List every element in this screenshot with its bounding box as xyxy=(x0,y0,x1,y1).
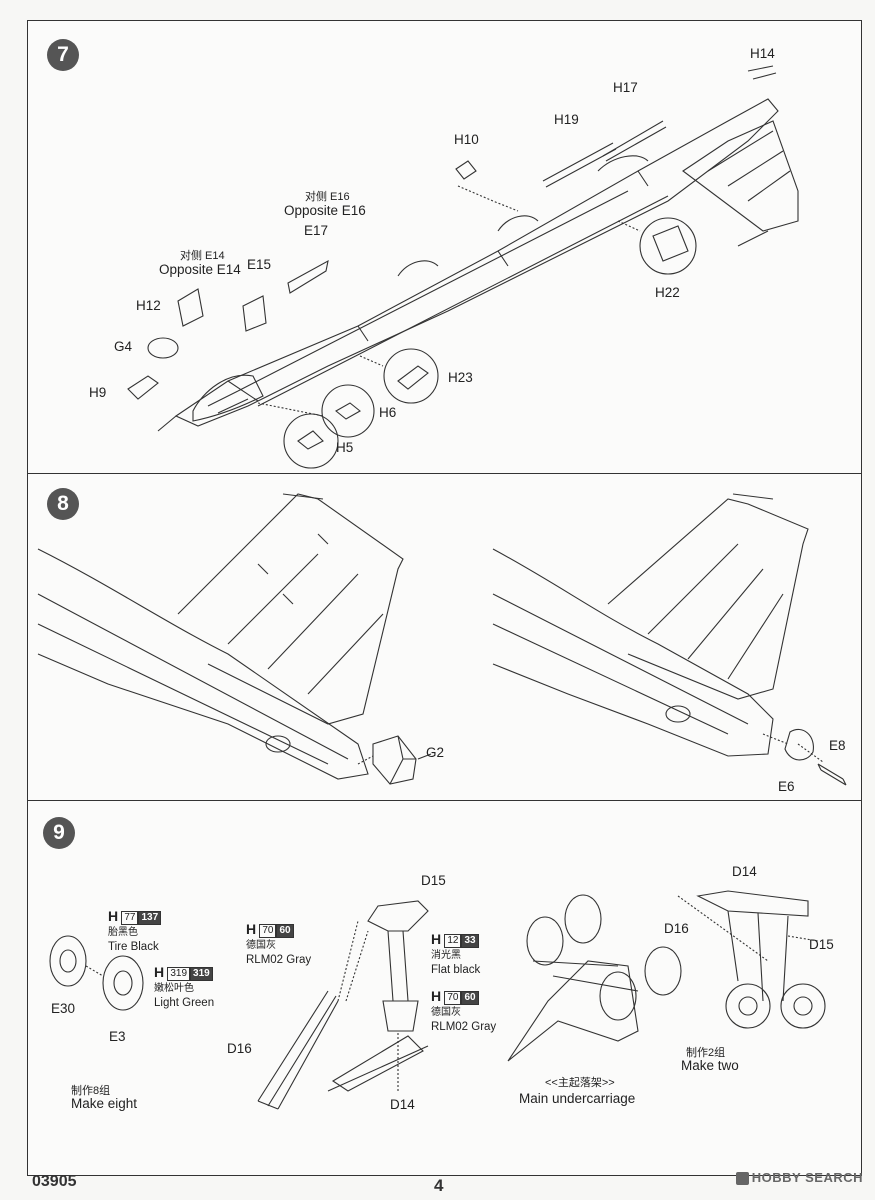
part-label-h14: H14 xyxy=(750,46,775,61)
part-label-h6: H6 xyxy=(379,405,397,420)
part-label-h22: H22 xyxy=(655,285,680,300)
part-label-h9: H9 xyxy=(89,385,107,400)
make-two-cn: 制作2组 xyxy=(686,1047,726,1059)
paint-h-prefix: H xyxy=(431,988,442,1004)
part-label-d14-right: D14 xyxy=(732,864,757,879)
paint-code: 319 xyxy=(167,966,191,981)
paint-code-dark: 137 xyxy=(138,910,162,925)
part-label-e8: E8 xyxy=(829,738,846,753)
step-number-badge: 7 xyxy=(47,39,79,71)
product-code: 03905 xyxy=(32,1173,77,1190)
paint-h-prefix: H xyxy=(154,964,165,980)
paint-name-en: Tire Black xyxy=(108,941,159,953)
step-9-undercarriage-drawing xyxy=(49,890,826,1110)
part-label-h19: H19 xyxy=(554,112,579,127)
make-two-en: Make two xyxy=(681,1058,739,1073)
part-label-d16-right: D16 xyxy=(664,921,689,936)
paint-code-dark: 33 xyxy=(461,933,479,948)
paint-h-prefix: H xyxy=(246,921,257,937)
part-label-e15: E15 xyxy=(247,257,272,272)
part-label-h5: H5 xyxy=(336,440,354,455)
paint-code: 77 xyxy=(121,910,139,925)
paint-code-dark: 319 xyxy=(190,966,213,981)
paint-name-cn: 胎黑色 xyxy=(108,927,138,938)
paint-code-dark: 60 xyxy=(461,990,479,1005)
paint-code-dark: 60 xyxy=(276,923,294,938)
paint-name-cn: 德国灰 xyxy=(431,1007,461,1018)
part-label-e30: E30 xyxy=(51,1001,76,1016)
step-number-badge: 9 xyxy=(43,817,75,849)
part-label-h10: H10 xyxy=(454,132,479,147)
paint-code: 70 xyxy=(444,990,462,1005)
paint-code: 12 xyxy=(444,933,462,948)
step-7-panel: 7 H14 H17 H19 H10 对侧 E16 Opposite E16 E1… xyxy=(27,20,862,474)
paint-h-prefix: H xyxy=(108,908,119,924)
make-eight-cn: 制作8组 xyxy=(71,1085,111,1097)
part-label-d15-right: D15 xyxy=(809,937,834,952)
part-label-h12: H12 xyxy=(136,298,161,313)
part-label-h23: H23 xyxy=(448,370,473,385)
paint-name-en: RLM02 Gray xyxy=(246,954,312,966)
part-label-e14-en: Opposite E14 xyxy=(159,262,241,277)
watermark: HOBBY SEARCH xyxy=(735,1170,863,1186)
main-undercarriage-cn: <<主起落架>> xyxy=(545,1077,615,1089)
step-number-badge: 8 xyxy=(47,488,79,520)
part-label-d15: D15 xyxy=(421,873,446,888)
step-8-panel: 8 G2 E8 E6 xyxy=(27,473,862,801)
paint-name-cn: 嫩松叶色 xyxy=(154,983,194,994)
paint-code: 70 xyxy=(259,923,277,938)
step-8-tail-drawing xyxy=(37,493,847,786)
main-undercarriage-en: Main undercarriage xyxy=(519,1091,636,1106)
part-label-e16-en: Opposite E16 xyxy=(284,203,366,218)
page-number: 4 xyxy=(434,1176,444,1195)
part-label-g4: G4 xyxy=(114,339,133,354)
part-label-e17: E17 xyxy=(304,223,329,238)
paint-name-en: RLM02 Gray xyxy=(431,1021,497,1033)
part-label-e14-cn: 对侧 E14 xyxy=(180,250,225,262)
paint-name-cn: 德国灰 xyxy=(246,940,276,951)
part-label-g2: G2 xyxy=(426,745,445,760)
part-label-h17: H17 xyxy=(613,80,638,95)
paint-name-cn: 消光黑 xyxy=(431,950,461,961)
paint-name-en: Flat black xyxy=(431,964,481,976)
part-label-e6: E6 xyxy=(778,779,795,794)
part-label-e16-cn: 对侧 E16 xyxy=(305,191,350,203)
make-eight-en: Make eight xyxy=(71,1096,138,1111)
part-label-e3: E3 xyxy=(109,1029,126,1044)
step-7-fuselage-drawing xyxy=(127,65,799,469)
paint-h-prefix: H xyxy=(431,931,442,947)
part-label-d14: D14 xyxy=(390,1097,415,1112)
watermark-text: HOBBY SEARCH xyxy=(751,1170,863,1185)
paint-name-en: Light Green xyxy=(154,997,215,1009)
watermark-logo-icon xyxy=(735,1172,749,1186)
part-label-d16: D16 xyxy=(227,1041,252,1056)
